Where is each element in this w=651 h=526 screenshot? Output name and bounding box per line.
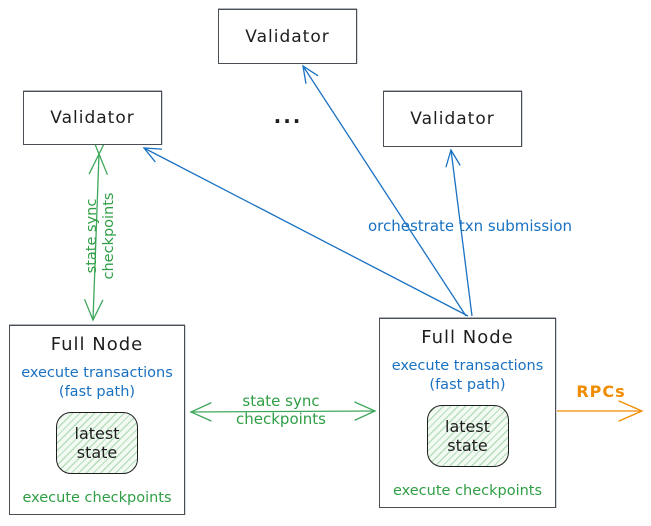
validator-top-label: Validator xyxy=(245,26,330,47)
blue-arrow-fullnode-to-right-validator xyxy=(445,148,473,317)
latest-state-box-right: latest state xyxy=(426,405,509,467)
latest-state-right-line1: latest xyxy=(445,417,490,436)
validator-top-box: Validator xyxy=(218,9,357,64)
validator-right-box: Validator xyxy=(383,91,522,147)
latest-state-left-line2: state xyxy=(76,443,118,462)
state-sync-center-label: state sync checkpoints xyxy=(211,392,351,428)
full-node-right-fastpath-line1: execute transactions xyxy=(391,358,544,374)
state-sync-vertical-line1: state sync xyxy=(84,198,100,274)
validator-left-label: Validator xyxy=(50,108,135,128)
full-node-left-fastpath: execute transactions (fast path) xyxy=(21,364,173,402)
latest-state-right-line2: state xyxy=(447,436,488,455)
green-arrow-validator-fullnode-vertical xyxy=(84,133,110,322)
full-node-right-checkpoints: execute checkpoints xyxy=(392,483,543,499)
validator-right-label: Validator xyxy=(410,109,495,129)
full-node-right-box: Full Node execute transactions (fast pat… xyxy=(379,318,556,508)
state-sync-vertical-line2: checkpoints xyxy=(101,192,117,280)
full-node-left-box: Full Node execute transactions (fast pat… xyxy=(9,325,185,515)
full-node-right-title: Full Node xyxy=(421,327,514,348)
full-node-left-fastpath-line1: execute transactions xyxy=(21,365,173,381)
green-arrow-fullnodes-horizontal xyxy=(190,401,377,421)
state-sync-vertical-label: state sync checkpoints xyxy=(84,161,118,311)
orchestrate-txn-label: orchestrate txn submission xyxy=(367,217,573,235)
latest-state-left-line1: latest xyxy=(74,424,120,443)
rpcs-label: RPCs xyxy=(576,382,626,401)
full-node-left-checkpoints: execute checkpoints xyxy=(22,490,172,506)
full-node-right-fastpath-line2: (fast path) xyxy=(429,377,506,393)
full-node-right-fastpath: execute transactions (fast path) xyxy=(392,357,544,395)
full-node-left-title: Full Node xyxy=(50,334,144,355)
validators-ellipsis: ... xyxy=(273,104,303,128)
blue-arrow-fullnode-to-top-validator xyxy=(302,64,467,317)
validator-left-box: Validator xyxy=(23,91,162,145)
state-sync-center-line2: checkpoints xyxy=(236,410,326,428)
blue-arrow-fullnode-to-left-validator xyxy=(142,147,469,317)
full-node-left-fastpath-line2: (fast path) xyxy=(58,384,136,400)
latest-state-box-left: latest state xyxy=(56,412,138,474)
state-sync-center-line1: state sync xyxy=(242,392,320,410)
